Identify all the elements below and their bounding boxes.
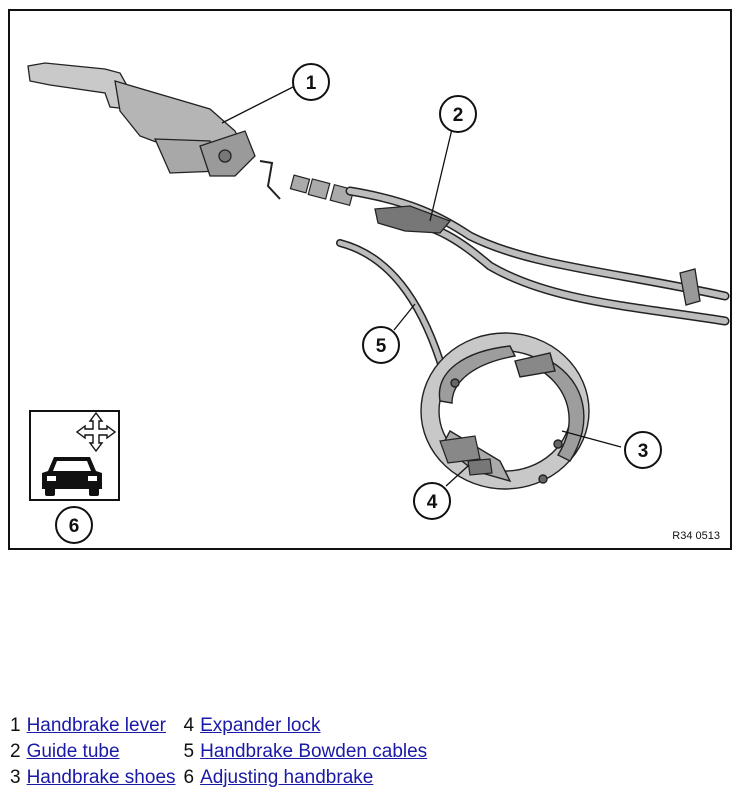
callout-4: 4 — [413, 482, 451, 520]
svg-text:3: 3 — [638, 441, 649, 462]
svg-text:6: 6 — [69, 516, 80, 537]
expander-lock — [439, 435, 493, 476]
cable-clamps — [289, 174, 355, 207]
legend: 1 Handbrake lever 4 Expander lock 2 Guid… — [10, 715, 427, 793]
legend-number: 2 — [10, 741, 21, 762]
callout-3: 3 — [624, 431, 662, 469]
legend-number: 6 — [183, 767, 195, 788]
callout-leaders — [221, 86, 622, 487]
svg-text:5: 5 — [376, 336, 387, 357]
legend-number: 1 — [10, 715, 21, 736]
brake-shoes — [420, 332, 590, 490]
car-with-adjust-arrows-icon — [29, 410, 120, 501]
figure-reference-code: R34 0513 — [672, 530, 720, 542]
legend-row: 3 Handbrake shoes 6 Adjusting handbrake — [10, 767, 427, 793]
legend-link-expander-lock[interactable]: Expander lock — [200, 715, 321, 736]
handbrake-diagram: 1 2 3 4 5 — [27, 62, 730, 544]
legend-number: 5 — [183, 741, 195, 762]
legend-number: 3 — [10, 767, 21, 788]
legend-link-guide-tube[interactable]: Guide tube — [26, 741, 120, 762]
handbrake-lever — [27, 62, 281, 200]
callout-2: 2 — [439, 95, 477, 133]
callout-5: 5 — [362, 326, 400, 364]
legend-link-adjusting-handbrake[interactable]: Adjusting handbrake — [200, 767, 374, 788]
svg-text:2: 2 — [453, 105, 464, 126]
svg-text:4: 4 — [427, 492, 438, 513]
legend-row: 1 Handbrake lever 4 Expander lock — [10, 715, 427, 741]
legend-row: 2 Guide tube 5 Handbrake Bowden cables — [10, 741, 427, 767]
diagram-figure: 1 2 3 4 5 — [8, 9, 732, 550]
guide-tube-bracket — [374, 205, 701, 306]
callout-1: 1 — [292, 63, 330, 101]
legend-number: 4 — [183, 715, 195, 736]
legend-link-bowden-cables[interactable]: Handbrake Bowden cables — [200, 741, 428, 762]
svg-text:1: 1 — [306, 73, 317, 94]
callout-6: 6 — [55, 506, 93, 544]
legend-link-handbrake-shoes[interactable]: Handbrake shoes — [26, 767, 176, 788]
legend-link-handbrake-lever[interactable]: Handbrake lever — [26, 715, 166, 736]
